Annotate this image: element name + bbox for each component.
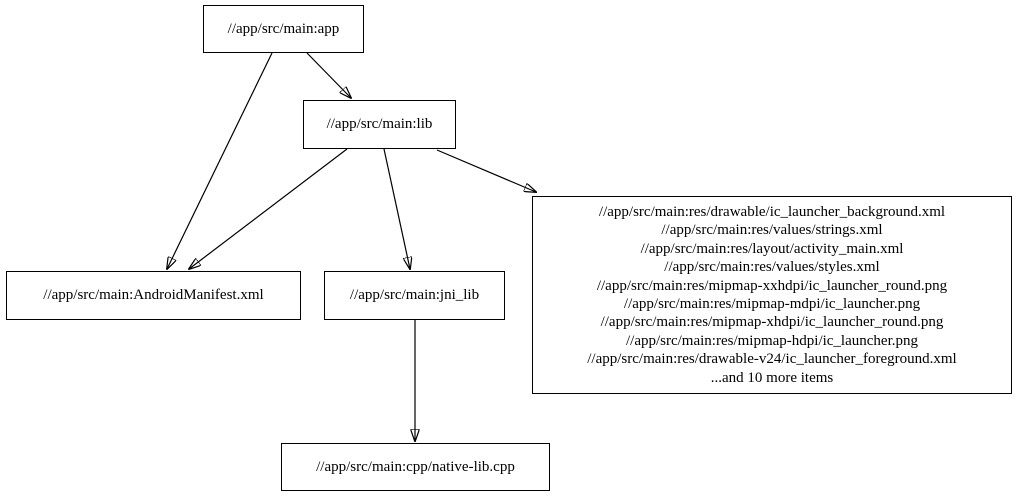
edge-lib-to-manifest [189,148,348,269]
edge-lib-to-jni-lib [383,148,410,269]
node-native-lib-cpp-label: //app/src/main:cpp/native-lib.cpp [316,458,515,475]
res-file-line: //app/src/main:res/values/styles.xml [664,259,880,276]
res-file-line: //app/src/main:res/drawable-v24/ic_launc… [587,351,957,368]
node-native-lib-cpp: //app/src/main:cpp/native-lib.cpp [281,443,550,491]
node-lib: //app/src/main:lib [303,100,456,149]
res-file-line: //app/src/main:res/mipmap-mdpi/ic_launch… [623,296,921,312]
res-file-line: //app/src/main:res/mipmap-hdpi/ic_launch… [625,332,918,349]
res-file-line: //app/src/main:res/mipmap-xhdpi/ic_launc… [600,314,944,331]
node-jni-lib-label: //app/src/main:jni_lib [349,287,480,303]
node-android-manifest-label: //app/src/main:AndroidManifest.xml [43,287,264,303]
res-file-line: //app/src/main:res/layout/activity_main.… [640,240,904,257]
node-jni-lib: //app/src/main:jni_lib [324,271,505,320]
node-app: //app/src/main:app [203,5,364,53]
node-res-files: //app/src/main:res/drawable/ic_launcher_… [532,196,1012,394]
res-file-line: //app/src/main:res/mipmap-xxhdpi/ic_laun… [596,277,948,294]
res-file-line: //app/src/main:res/values/strings.xml [661,222,883,239]
res-more-items-line: ...and 10 more items [710,369,834,386]
edge-app-to-lib [306,52,351,98]
edge-app-to-manifest [167,52,273,269]
node-android-manifest: //app/src/main:AndroidManifest.xml [6,271,301,320]
node-lib-label: //app/src/main:lib [326,116,433,132]
res-file-line: //app/src/main:res/drawable/ic_launcher_… [598,203,946,220]
edge-lib-to-res-group [436,149,536,192]
node-app-label: //app/src/main:app [227,20,340,37]
